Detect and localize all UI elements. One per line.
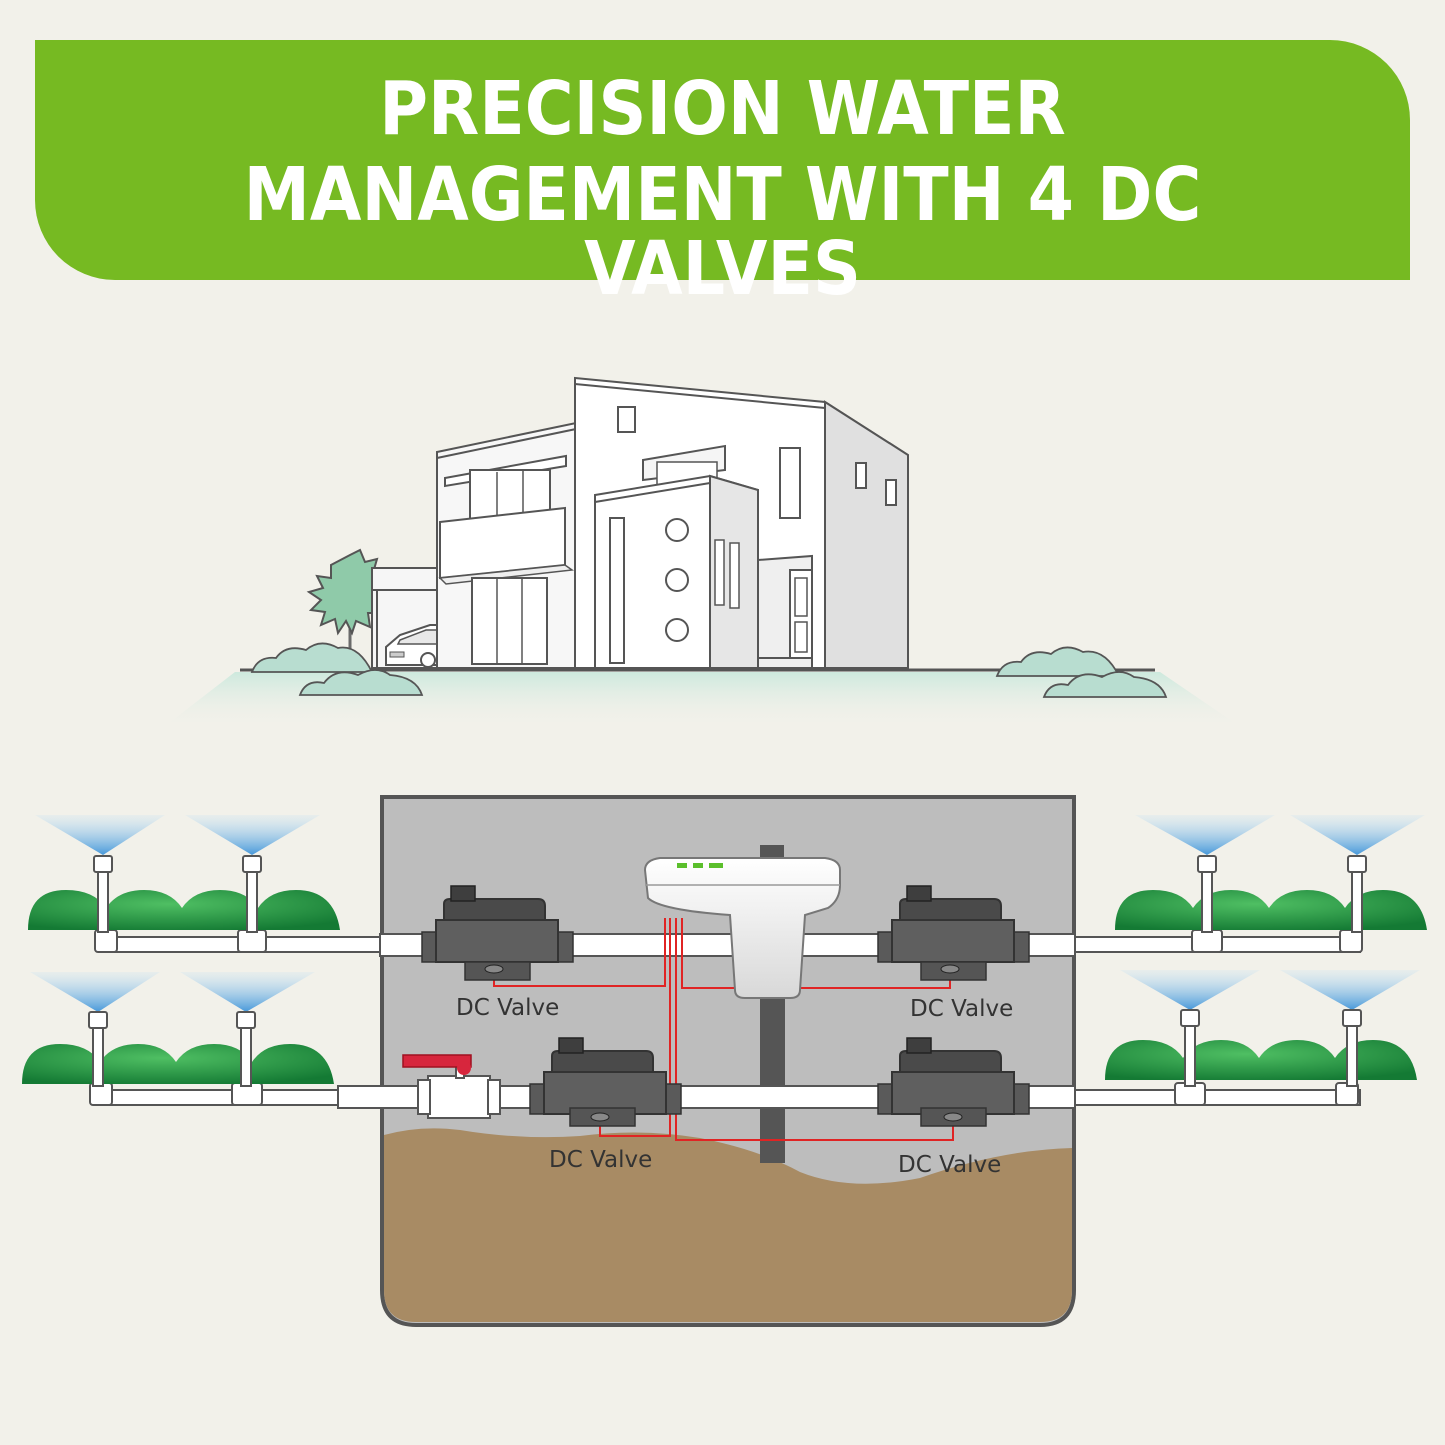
dc-valve-top-right (877, 885, 1030, 981)
valve-label-top-left: DC Valve (456, 995, 559, 1021)
title-line-1: PRECISION WATER (379, 66, 1066, 152)
valve-label-top-right: DC Valve (910, 996, 1013, 1022)
valve-label-bottom-left: DC Valve (549, 1147, 652, 1173)
sprinkler-zone-left-bottom (30, 972, 315, 1012)
sprinkler-zone-right-bottom (1120, 970, 1420, 1010)
valve-label-bottom-right: DC Valve (898, 1152, 1001, 1178)
soil (384, 1128, 1072, 1322)
dc-valve-bottom-left (529, 1037, 682, 1127)
controller-pole (760, 995, 785, 1163)
title-line-2: MANAGEMENT WITH 4 DC VALVES (243, 152, 1202, 312)
ball-valve-icon (402, 1054, 501, 1119)
sprinkler-risers (88, 855, 1367, 1087)
control-wires (493, 918, 954, 1141)
house-middle-block (594, 444, 759, 669)
title-banner: PRECISION WATER MANAGEMENT WITH 4 DC VAL… (35, 40, 1410, 306)
irrigation-controller (643, 845, 841, 999)
dc-valve-top-left (421, 885, 574, 981)
sprinkler-zone-right-top (1135, 815, 1425, 855)
ground-glow (160, 672, 1245, 730)
sprinkler-zone-left-top (35, 815, 320, 855)
dc-valve-bottom-right (877, 1037, 1030, 1127)
house-entrance (757, 554, 813, 669)
house-scene (160, 376, 1245, 730)
garden-bushes (250, 642, 1168, 698)
